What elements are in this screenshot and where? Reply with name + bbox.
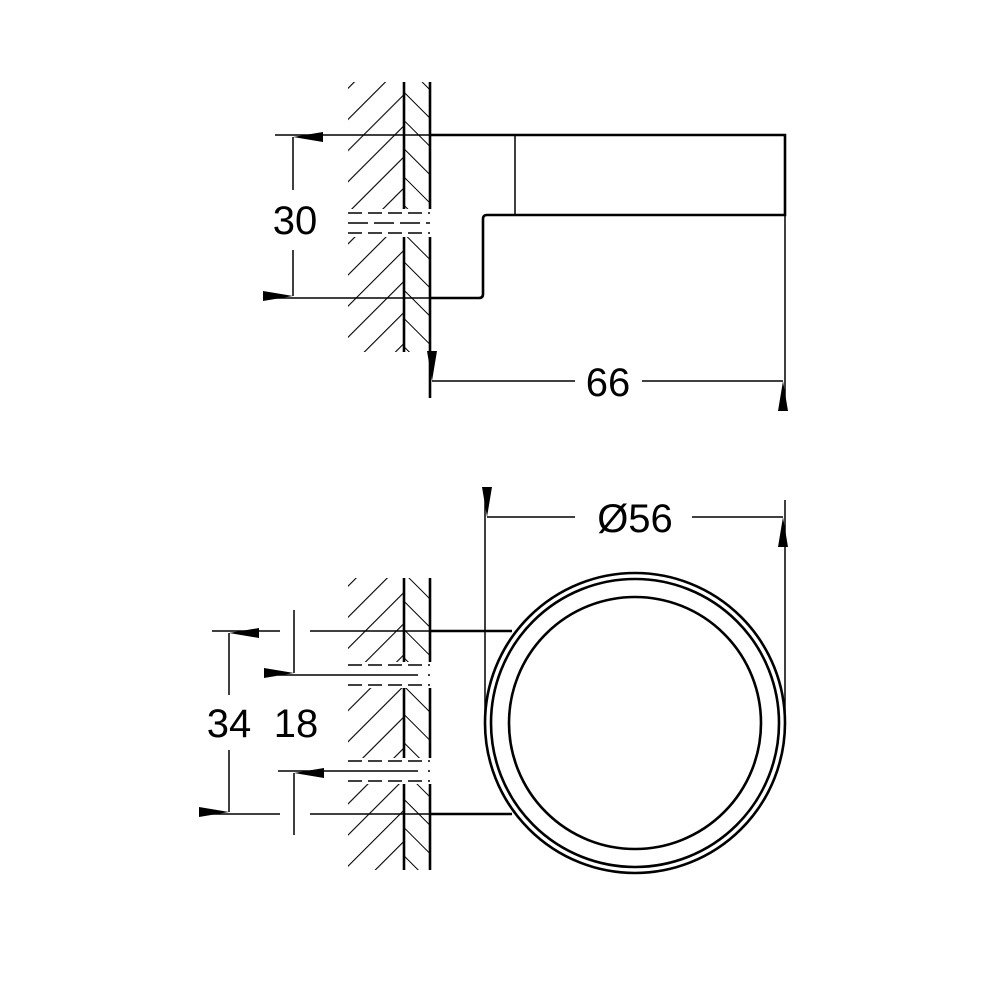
dimension-label-18: 18 — [274, 702, 319, 746]
wall-section-bottom — [278, 578, 432, 870]
dimension-label-30: 30 — [273, 199, 318, 243]
dimension-depth: 66 — [427, 135, 788, 411]
dimension-label-34: 34 — [207, 702, 252, 746]
holder-ring — [430, 571, 787, 875]
side-view: 30 66 — [263, 82, 788, 411]
dimension-diameter: Ø56 — [482, 487, 788, 723]
wall-section-top — [346, 82, 432, 398]
dimension-18: 18 — [264, 610, 324, 835]
dimension-height: 30 — [263, 132, 430, 301]
dimension-label-66: 66 — [586, 361, 631, 405]
top-view: Ø56 34 18 — [199, 487, 788, 875]
holder-profile — [430, 133, 787, 300]
dimension-label-diameter-56: Ø56 — [597, 497, 673, 541]
dimension-34: 34 — [199, 628, 430, 817]
